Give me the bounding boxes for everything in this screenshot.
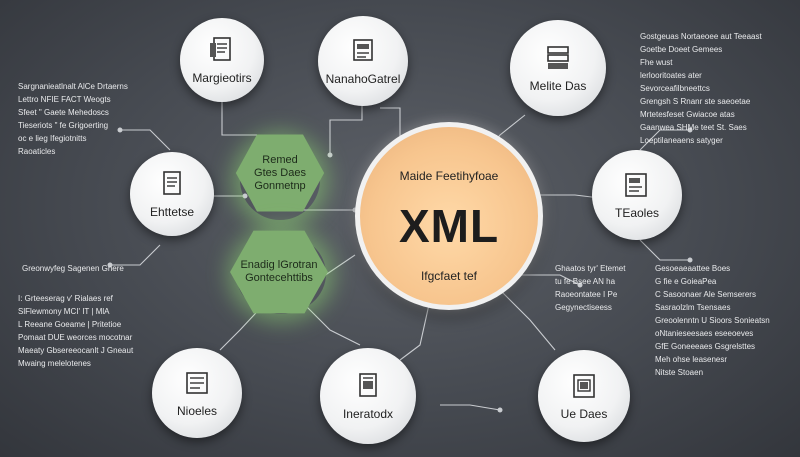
- document-icon: [186, 372, 208, 394]
- text-line: Gaanwea SHMe teet St. Saes: [640, 123, 747, 132]
- connector: [533, 194, 601, 199]
- text-line: Ghaatos tyr' Etemet: [555, 264, 626, 273]
- text-block-bottom-left: I: Grteeserag v' Rialaes ref SlFlewmony …: [18, 292, 133, 370]
- text-block-mid-right-b: Gesoeaeaattee Boes G fie e GoieaPea C Sa…: [655, 262, 770, 379]
- text-line: Sfeet " Gaete Mehedoscs: [18, 108, 109, 117]
- text-line: Loeptilaneaens satyger: [640, 136, 723, 145]
- connector-dot: [117, 127, 123, 133]
- text-line: Goetbe Doeet Gemees: [640, 45, 723, 54]
- connector: [440, 404, 501, 411]
- node-label: Ehttetse: [149, 205, 195, 219]
- text-line: Raoaticles: [18, 147, 56, 156]
- text-block-top-right: Gostgeuas Nortaeoee aut Teeaast Goetbe D…: [640, 30, 762, 147]
- center-top-text: Maide Feetihyfoae: [399, 169, 499, 183]
- connector-dot: [577, 282, 583, 288]
- document-icon: [210, 37, 231, 61]
- connector: [120, 129, 171, 151]
- connector: [520, 274, 581, 286]
- text-line: tu fe Bsee AN ha: [555, 277, 616, 286]
- text-line: Mrtetesfeset Gwiacoe atas: [640, 110, 735, 119]
- text-line: Lettro NFIE FACT Weogts: [18, 95, 111, 104]
- text-line: Tieseriots " fe Grigoerting: [18, 121, 109, 130]
- connector: [299, 299, 361, 346]
- text-line: Grengsh S Rnanr ste saeoetae: [640, 97, 751, 106]
- connector: [399, 299, 431, 361]
- node-label: Nioeles: [176, 404, 218, 418]
- text-block-top-left: Sargnanieatlnalt AlCe Drtaerns Lettro NF…: [18, 80, 128, 158]
- node-label: Margieotirs: [192, 71, 252, 85]
- text-line: SlFlewmony MCI' IT | MlA: [18, 307, 110, 316]
- node-ehttetse[interactable]: Ehttetse: [130, 152, 214, 236]
- node-label: TEaoles: [614, 206, 660, 220]
- hex-node-1[interactable]: Remed Gtes Daes Gonmetnp: [235, 134, 325, 212]
- node-nanahogatrel[interactable]: NanahoGatrel: [318, 16, 408, 106]
- text-line: Gegynectiseess: [555, 303, 612, 312]
- text-line: Gostgeuas Nortaeoee aut Teeaast: [640, 32, 762, 41]
- node-label: NanahoGatrel: [325, 72, 401, 86]
- text-line: I: Grteeserag v' Rialaes ref: [18, 294, 113, 303]
- connector-dot: [687, 127, 693, 133]
- text-line: Sargnanieatlnalt AlCe Drtaerns: [18, 82, 128, 91]
- document-icon: [573, 374, 595, 398]
- text-line: Greonwyfeg Sagenen Gnere: [22, 264, 124, 273]
- connector-dot: [242, 193, 248, 199]
- connector: [329, 98, 363, 155]
- connector: [499, 289, 556, 351]
- text-line: Mwaing melelotenes: [18, 359, 91, 368]
- text-line: Maeaty Gbsereeocanlt J Gneaut: [18, 346, 134, 355]
- text-line: Nitste Stoaen: [655, 368, 704, 377]
- node-nioeles[interactable]: Nioeles: [152, 348, 242, 438]
- hex-text: Gontecehttibs: [245, 272, 313, 284]
- document-icon: [359, 373, 377, 397]
- xml-center-node[interactable]: Maide Feetihyfoae XML Ifgcfaet tef: [355, 122, 543, 310]
- node-teaoles[interactable]: TEaoles: [592, 150, 682, 240]
- database-icon: [547, 46, 569, 69]
- hex-text: Gtes Daes: [254, 166, 306, 179]
- text-line: Meh ohse leasenesr: [655, 355, 728, 364]
- text-line: L Reeane Goeame | Pritetioe: [18, 320, 122, 329]
- connector-dot: [497, 407, 503, 413]
- connector-dot: [687, 257, 693, 263]
- center-title: XML: [398, 200, 500, 252]
- center-bottom-text: Ifgcfaet tef: [420, 269, 478, 283]
- text-block-mid-left: Greonwyfeg Sagenen Gnere: [22, 262, 124, 275]
- node-label: Ue Daes: [560, 407, 608, 421]
- node-margieotirs[interactable]: Margieotirs: [180, 18, 264, 102]
- document-icon: [163, 171, 181, 195]
- text-line: Sevorceafilbneettcs: [640, 84, 710, 93]
- hex-text: Enadig lGrotran: [240, 259, 318, 271]
- text-line: Pomaat DUE weorces mocotnar: [18, 333, 133, 342]
- document-icon: [625, 173, 647, 197]
- text-line: Sasraolzlm Tsensaes: [655, 303, 731, 312]
- text-line: GfE Goneeeaes Gsgrelsttes: [655, 342, 756, 351]
- connector-dot: [327, 152, 333, 158]
- node-ineratodx[interactable]: Ineratodx: [320, 348, 416, 444]
- connector: [110, 244, 161, 266]
- text-line: oNtanieseesaes eseeoeves: [655, 329, 754, 338]
- hex-text: Remed: [262, 153, 298, 166]
- text-line: C Sasoonaer Ale Semserers: [655, 290, 756, 299]
- text-line: Greoolenntn U Sioors Sonieatsn: [655, 316, 770, 325]
- node-melite-das[interactable]: Melite Das: [510, 20, 606, 116]
- text-line: oc e lieg Ifegiotnitts: [18, 134, 87, 143]
- node-label: Ineratodx: [342, 407, 394, 421]
- node-ue-daes[interactable]: Ue Daes: [538, 350, 630, 442]
- text-line: G fie e GoieaPea: [655, 277, 717, 286]
- text-line: Fhe wust: [640, 58, 673, 67]
- document-icon: [353, 39, 373, 61]
- text-block-mid-right-a: Ghaatos tyr' Etemet tu fe Bsee AN ha Rao…: [555, 262, 625, 314]
- hex-node-2[interactable]: Enadig lGrotran Gontecehttibs: [230, 230, 328, 314]
- connector: [639, 129, 690, 151]
- text-line: Raoeontatee I Pe: [555, 290, 618, 299]
- connector-dot: [107, 262, 113, 268]
- node-label: Melite Das: [529, 79, 587, 93]
- text-line: Gesoeaeaattee Boes: [655, 264, 731, 273]
- connector: [639, 239, 690, 261]
- text-line: lerlooritoates ater: [640, 71, 702, 80]
- hex-text: Gonmetnp: [254, 179, 306, 192]
